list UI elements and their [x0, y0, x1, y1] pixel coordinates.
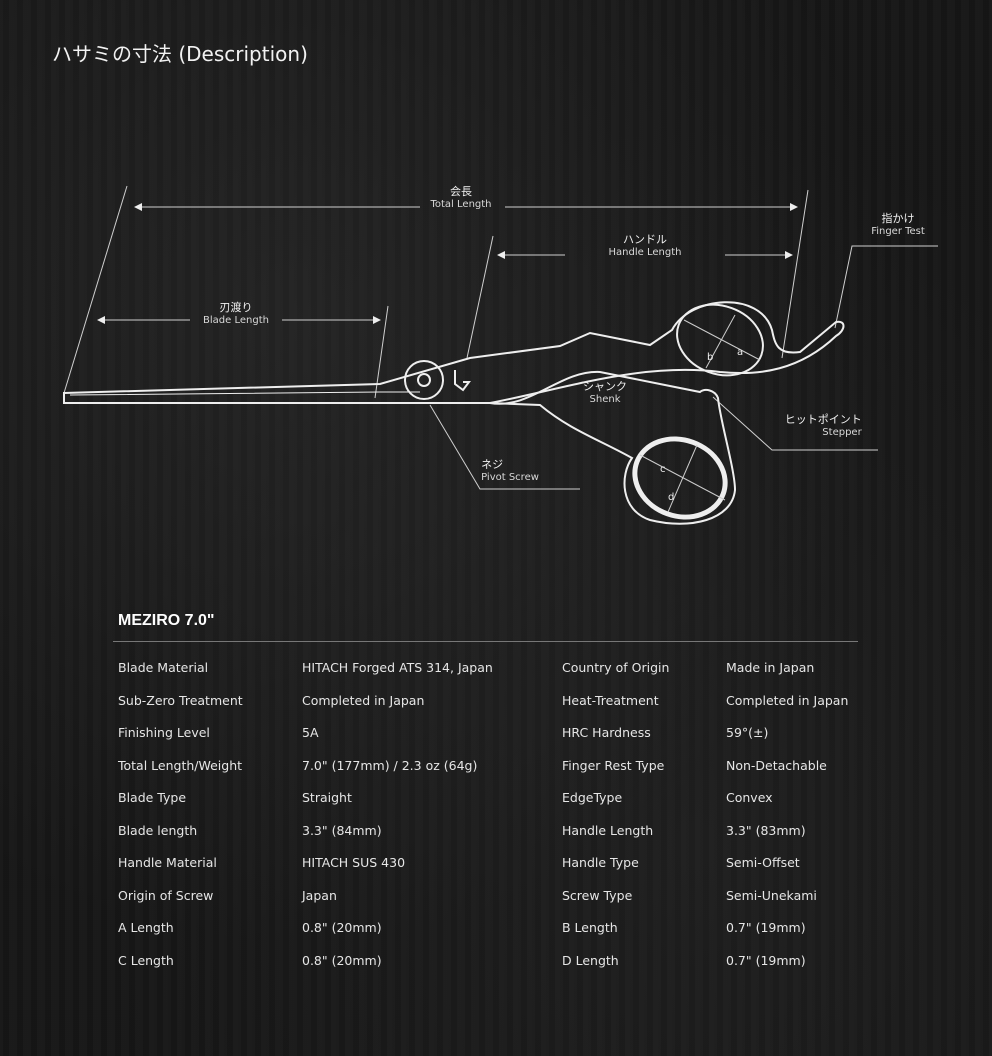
- spec-row: Origin of Screw Japan Screw Type Semi-Uneka…: [118, 888, 838, 921]
- spec-value: 0.8" (20mm): [302, 920, 382, 935]
- spec-label: D Length: [562, 952, 619, 968]
- label-en: Stepper: [822, 427, 862, 438]
- spec-label: B Length: [562, 920, 618, 935]
- spec-row: Blade Type Straight EdgeType Convex: [118, 790, 838, 823]
- label-jp: ヒットポイント: [784, 413, 862, 426]
- scissors-outline: [63, 301, 845, 525]
- label-jp: 会長: [450, 185, 472, 198]
- ring-mark-d: d: [668, 492, 674, 503]
- label-jp: シャンク: [583, 380, 627, 393]
- screw-label: ネジ Pivot Screw: [481, 456, 539, 483]
- ring-mark-b: b: [707, 352, 713, 363]
- spec-row: C Length 0.8" (20mm) D Length 0.7" (19mm): [118, 953, 838, 986]
- spec-value: Made in Japan: [726, 660, 815, 675]
- spec-label: Country of Origin: [562, 660, 670, 675]
- spec-value: 3.3" (84mm): [302, 822, 382, 838]
- spec-label: Sub-Zero Treatment: [118, 692, 243, 708]
- model-heading: MEZIRO 7.0": [118, 612, 215, 629]
- spec-value: 0.7" (19mm): [726, 920, 806, 935]
- label-jp: ネジ: [481, 458, 504, 471]
- spec-value: HITACH SUS 430: [302, 855, 406, 870]
- spec-value: 0.7" (19mm): [726, 952, 806, 968]
- spec-value: HITACH Forged ATS 314, Japan: [302, 660, 493, 675]
- label-jp: ハンドル: [623, 233, 667, 246]
- spec-label: C Length: [118, 952, 174, 968]
- total-length-label: 会長 Total Length: [430, 183, 491, 210]
- spec-label: Blade length: [118, 822, 198, 838]
- ring-measure-lines: [639, 314, 761, 513]
- page-title: ハサミの寸法 (Description): [52, 42, 308, 66]
- scissors-diagram: b a c d: [63, 185, 938, 525]
- spec-label: Total Length/Weight: [118, 757, 243, 773]
- spec-value: Completed in Japan: [726, 692, 849, 708]
- spec-row: Blade Material HITACH Forged ATS 314, Jap…: [118, 660, 838, 693]
- spec-label: Blade Material: [118, 660, 209, 675]
- spec-row: Total Length/Weight 7.0" (177mm) / 2.3 oz…: [118, 758, 838, 791]
- spec-value: Semi-Unekami: [726, 887, 817, 903]
- spec-label: Handle Type: [562, 855, 639, 870]
- spec-value: 5A: [302, 725, 319, 740]
- label-en: Blade Length: [203, 315, 269, 326]
- label-en: Total Length: [430, 199, 492, 210]
- handle-length-label: ハンドル Handle Length: [609, 231, 682, 258]
- label-en: Finger Test: [871, 226, 925, 237]
- spec-row: Blade length 3.3" (84mm) Handle Length 3.3"…: [118, 823, 838, 856]
- finger-test-label: 指かけ Finger Test: [871, 210, 925, 237]
- spec-label: Heat-Treatment: [562, 692, 659, 708]
- label-en: Shenk: [589, 394, 621, 405]
- label-en: Handle Length: [608, 247, 682, 258]
- spec-value: 3.3" (83mm): [726, 822, 806, 838]
- ring-mark-a: a: [737, 347, 743, 358]
- stepper-label: ヒットポイント Stepper: [782, 411, 862, 438]
- spec-label: A Length: [118, 920, 174, 935]
- spec-label: EdgeType: [562, 790, 623, 805]
- spec-value: Non-Detachable: [726, 757, 827, 773]
- spec-label: Blade Type: [118, 790, 187, 805]
- spec-value: Japan: [302, 887, 337, 903]
- spec-label: Handle Length: [562, 822, 654, 838]
- label-en: Pivot Screw: [481, 472, 539, 483]
- label-jp: 指かけ: [881, 212, 915, 225]
- spec-label: Handle Material: [118, 855, 217, 870]
- spec-label: HRC Hardness: [562, 725, 651, 740]
- spec-row: A Length 0.8" (20mm) B Length 0.7" (19mm): [118, 920, 838, 953]
- spec-value: Semi-Offset: [726, 855, 800, 870]
- spec-label: Origin of Screw: [118, 887, 214, 903]
- blade-length-label: 刃渡り Blade Length: [203, 299, 269, 326]
- shank-label: シャンク Shenk: [583, 378, 627, 405]
- dimension-lines: [63, 185, 938, 490]
- spec-value: Convex: [726, 790, 773, 805]
- spec-label: Finishing Level: [118, 725, 210, 740]
- spec-label: Screw Type: [562, 887, 633, 903]
- spec-value: 59°(±): [726, 725, 769, 740]
- spec-row: Finishing Level 5A HRC Hardness 59°(±): [118, 725, 838, 758]
- spec-value: 7.0" (177mm) / 2.3 oz (64g): [302, 757, 478, 773]
- spec-row: Handle Material HITACH SUS 430 Handle Type…: [118, 855, 838, 888]
- spec-label: Finger Rest Type: [562, 757, 665, 773]
- label-jp: 刃渡り: [219, 301, 253, 314]
- spec-value: Straight: [302, 790, 352, 805]
- spec-value: 0.8" (20mm): [302, 952, 382, 968]
- spec-row: Sub-Zero Treatment Completed in Japan Heat…: [118, 692, 848, 726]
- spec-value: Completed in Japan: [302, 692, 425, 708]
- spec-table: Blade Material HITACH Forged ATS 314, Jap…: [118, 660, 848, 986]
- divider: [113, 641, 858, 642]
- ring-mark-c: c: [660, 464, 666, 475]
